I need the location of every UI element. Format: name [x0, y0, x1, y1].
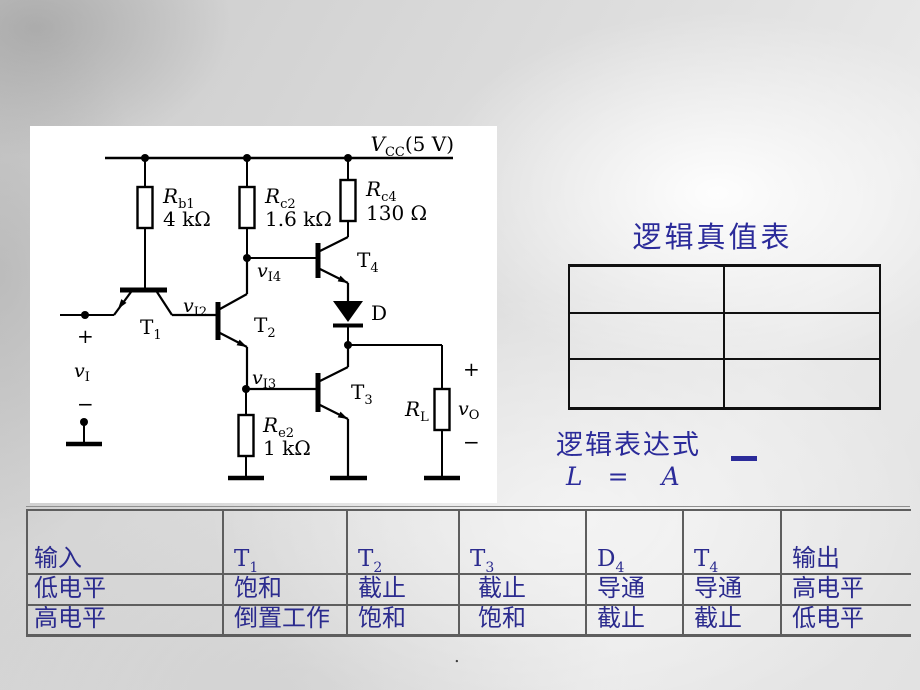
expression-lhs: L: [566, 462, 583, 491]
output-plus-sign: +: [463, 357, 480, 381]
t2-wires: [219, 258, 249, 389]
truth-table: [568, 264, 881, 410]
ground-symbols: [66, 441, 460, 481]
header-output: 输出: [780, 510, 911, 575]
state-table: 输入 T1 T2 T3 D4 T4 输出 低电平 饱和 截止 截止 导通 导通 …: [26, 509, 911, 637]
resistor-re2: [237, 413, 255, 458]
resistor-rb1: [136, 185, 154, 230]
rl-label: RL: [404, 397, 429, 425]
t2-emitter-arrow: [236, 339, 247, 347]
cell: 低电平: [780, 605, 911, 636]
rb1-value: 4 kΩ: [163, 207, 211, 231]
t4-wires: [319, 236, 350, 301]
diode-d: [333, 301, 363, 328]
input-minus-sign: −: [77, 392, 94, 416]
vcc-label: VCC(5 V): [371, 132, 455, 160]
truth-cell: [570, 313, 725, 361]
diode-label: D: [371, 301, 387, 325]
cell: 导通: [682, 574, 781, 606]
cell: 高电平: [780, 574, 911, 606]
cell: 饱和: [346, 605, 459, 636]
rc2-value: 1.6 kΩ: [265, 207, 332, 231]
vi3-label: vI3: [252, 367, 276, 392]
header-input: 输入: [27, 510, 223, 575]
rc4-value: 130 Ω: [366, 201, 427, 225]
footer-dot: .: [454, 646, 460, 667]
state-table-header-row: 输入 T1 T2 T3 D4 T4 输出: [27, 510, 911, 575]
truth-cell: [725, 314, 879, 361]
state-table-row-low: 低电平 饱和 截止 截止 导通 导通 高电平: [27, 574, 911, 606]
t4-emitter-arrow: [337, 275, 348, 283]
t1-emitter-arrow: [118, 299, 127, 309]
truth-cell: [725, 267, 879, 314]
resistor-rl: [433, 387, 451, 432]
cell: 截止: [346, 574, 459, 606]
diode-triangle: [333, 301, 363, 322]
expression-label: 逻辑表达式: [556, 430, 701, 461]
header-t1: T1: [222, 510, 347, 575]
header-t4: T4: [682, 510, 781, 575]
cell: 饱和: [222, 574, 347, 606]
cell: 导通: [585, 574, 683, 606]
emitter-arrows: [118, 275, 348, 419]
output-minus-sign: −: [463, 430, 480, 454]
junction-dots: [80, 154, 352, 426]
cell: 饱和: [458, 605, 586, 636]
cell: 低电平: [27, 574, 223, 606]
re2-value: 1 kΩ: [263, 436, 311, 460]
truth-cell: [725, 360, 879, 407]
t3-label: T3: [351, 380, 373, 408]
vo-label: vO: [458, 398, 479, 423]
truth-cell: [570, 267, 725, 314]
transistor-base-bars: [120, 243, 321, 412]
cell: 截止: [458, 574, 586, 606]
truth-table-title: 逻辑真值表: [632, 220, 793, 254]
circuit-labels: VCC(5 V) Rb1 4 kΩ Rc2 1.6 kΩ Rc4 130 Ω R…: [74, 132, 480, 460]
t1-label: T1: [140, 315, 162, 343]
vi4-label: vI4: [257, 260, 281, 285]
state-table-wrap: 输入 T1 T2 T3 D4 T4 输出 低电平 饱和 截止 截止 导通 导通 …: [26, 506, 911, 637]
cell: 高电平: [34, 605, 106, 633]
cell: 截止: [682, 605, 781, 636]
rc2-label: Rc2: [264, 184, 296, 212]
resistor-rc2: [238, 185, 256, 230]
t3-wires: [246, 345, 350, 476]
vi-label: vI: [74, 360, 90, 385]
re2-label: Re2: [262, 413, 294, 441]
circuit-panel: VCC(5 V) Rb1 4 kΩ Rc2 1.6 kΩ Rc4 130 Ω R…: [30, 126, 497, 503]
header-t3: T3: [458, 510, 586, 575]
t4-label: T4: [357, 248, 379, 276]
cell: 截止: [585, 605, 683, 636]
vi2-label: vI2: [183, 295, 207, 320]
resistors: [136, 178, 451, 458]
header-t2: T2: [346, 510, 459, 575]
t2-label: T2: [254, 313, 276, 341]
expression-equals: =: [607, 462, 629, 491]
t3-emitter-arrow: [337, 411, 348, 419]
rb1-label: Rb1: [162, 184, 195, 212]
expression-equation: L = A: [566, 462, 680, 491]
header-d4: D4: [585, 510, 683, 575]
input-plus-sign: +: [77, 324, 94, 348]
expression-rhs: A: [661, 462, 680, 491]
rc4-label: Rc4: [365, 177, 397, 205]
truth-cell: [570, 360, 725, 407]
state-table-row-high: 高电平 倒置工作 饱和 饱和 截止 截止 低电平: [27, 605, 911, 636]
expression-overbar: [731, 456, 757, 461]
circuit-diagram: VCC(5 V) Rb1 4 kΩ Rc2 1.6 kΩ Rc4 130 Ω R…: [60, 132, 480, 481]
resistor-rc4: [339, 178, 357, 223]
cell: 倒置工作: [222, 605, 347, 636]
output-wires: [348, 344, 443, 478]
